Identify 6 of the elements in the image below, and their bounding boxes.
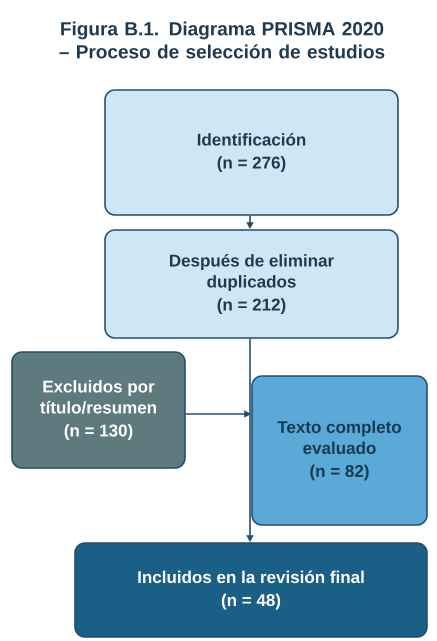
process-box: Excluidos por título/resumen (n = 130)	[11, 351, 186, 469]
title: Figura B.1. Diagrama PRISMA 2020 – Proceso de selección de estudios	[59, 22, 384, 58]
process-box: Incluidos en la revisión final (n = 48)	[74, 542, 428, 638]
process-box: Identificación (n = 276)	[104, 89, 399, 216]
process-box: Después de eliminar duplicados (n = 212)	[104, 229, 399, 339]
process-box: Texto completo evaluado (n = 82)	[251, 375, 428, 526]
